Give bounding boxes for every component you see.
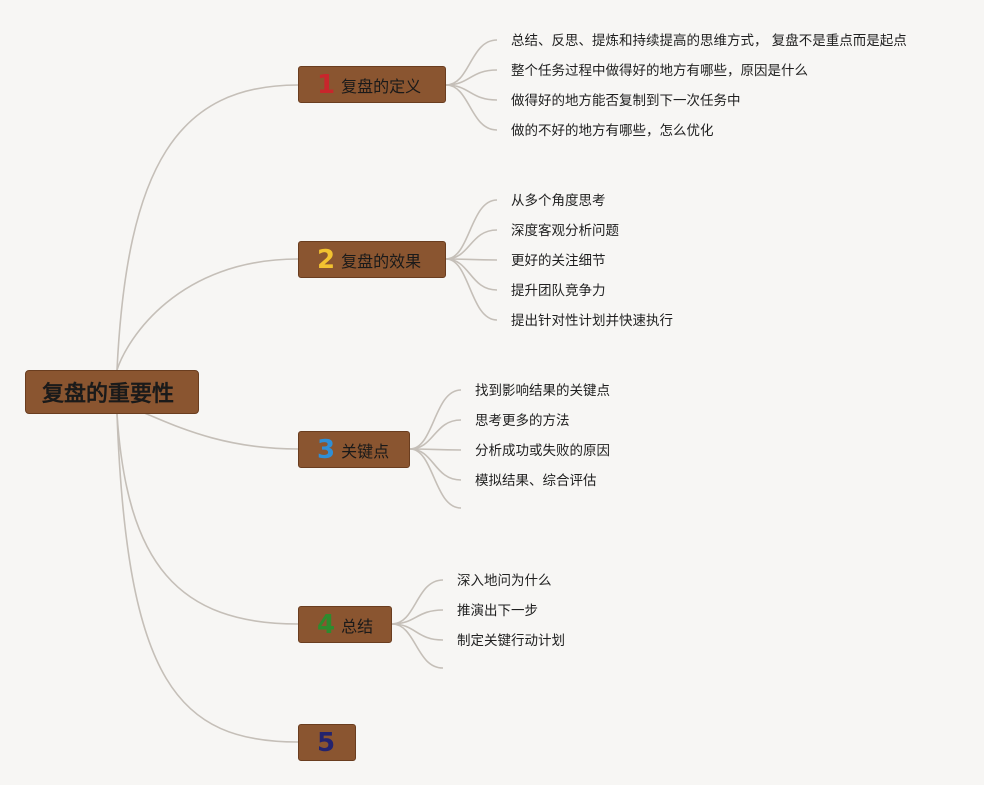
branch-number: 4: [317, 609, 336, 640]
branch-title: 复盘的效果: [341, 251, 422, 271]
leaf-item: 找到影响结果的关键点: [475, 383, 610, 399]
leaf-item: 深入地问为什么: [457, 573, 552, 589]
leaf-connector: [409, 448, 462, 509]
leaf-connector: [445, 199, 498, 260]
root-title: 复盘的重要性: [42, 382, 175, 407]
leaf-connector: [445, 258, 498, 321]
leaf-connector: [445, 39, 498, 86]
branch-number: 1: [317, 69, 336, 100]
branch-title: 总结: [341, 616, 374, 636]
branch-title: 关键点: [341, 441, 390, 461]
branch-number: 2: [317, 244, 336, 275]
root-branch-connector: [116, 413, 299, 743]
leaf-connector: [445, 229, 498, 260]
leaf-connector: [445, 84, 498, 131]
root-branch-connector: [116, 84, 299, 371]
leaf-item: 总结、反思、提炼和持续提高的思维方式， 复盘不是重点而是起点: [511, 33, 907, 49]
leaf-item: 做得好的地方能否复制到下一次任务中: [511, 93, 741, 109]
leaf-item: 模拟结果、综合评估: [475, 473, 597, 489]
leaf-item: 提升团队竞争力: [511, 283, 606, 299]
branch-node-definition[interactable]: 1 复盘的定义: [298, 66, 446, 103]
root-node[interactable]: 复盘的重要性: [25, 370, 199, 414]
leaf-item: 分析成功或失败的原因: [475, 443, 610, 459]
leaf-connector: [391, 623, 444, 669]
leaf-item: 思考更多的方法: [475, 413, 570, 429]
leaf-item: 从多个角度思考: [511, 193, 606, 209]
branch-number: 3: [317, 434, 336, 465]
leaf-item: 推演出下一步: [457, 603, 538, 619]
branch-node-5[interactable]: 5: [298, 724, 356, 761]
leaf-connector: [445, 258, 498, 291]
branch-node-summary[interactable]: 4 总结: [298, 606, 392, 643]
branch-number: 5: [317, 727, 336, 758]
root-branch-connector: [116, 407, 299, 450]
leaf-item: 提出针对性计划并快速执行: [511, 313, 673, 329]
leaf-item: 更好的关注细节: [511, 253, 606, 269]
branch-title: 复盘的定义: [341, 76, 422, 96]
leaf-item: 制定关键行动计划: [457, 633, 565, 649]
leaf-connector: [409, 389, 462, 450]
leaf-item: 做的不好的地方有哪些，怎么优化: [511, 123, 714, 139]
branch-node-key-points[interactable]: 3 关键点: [298, 431, 410, 468]
leaf-connector: [391, 579, 444, 625]
leaf-connector: [409, 419, 462, 450]
leaf-item: 整个任务过程中做得好的地方有哪些，原因是什么: [511, 63, 808, 79]
root-branch-connector: [116, 413, 299, 625]
branch-node-effect[interactable]: 2 复盘的效果: [298, 241, 446, 278]
leaf-connector: [409, 448, 462, 481]
root-branch-connector: [116, 258, 299, 371]
leaf-item: 深度客观分析问题: [511, 223, 619, 239]
